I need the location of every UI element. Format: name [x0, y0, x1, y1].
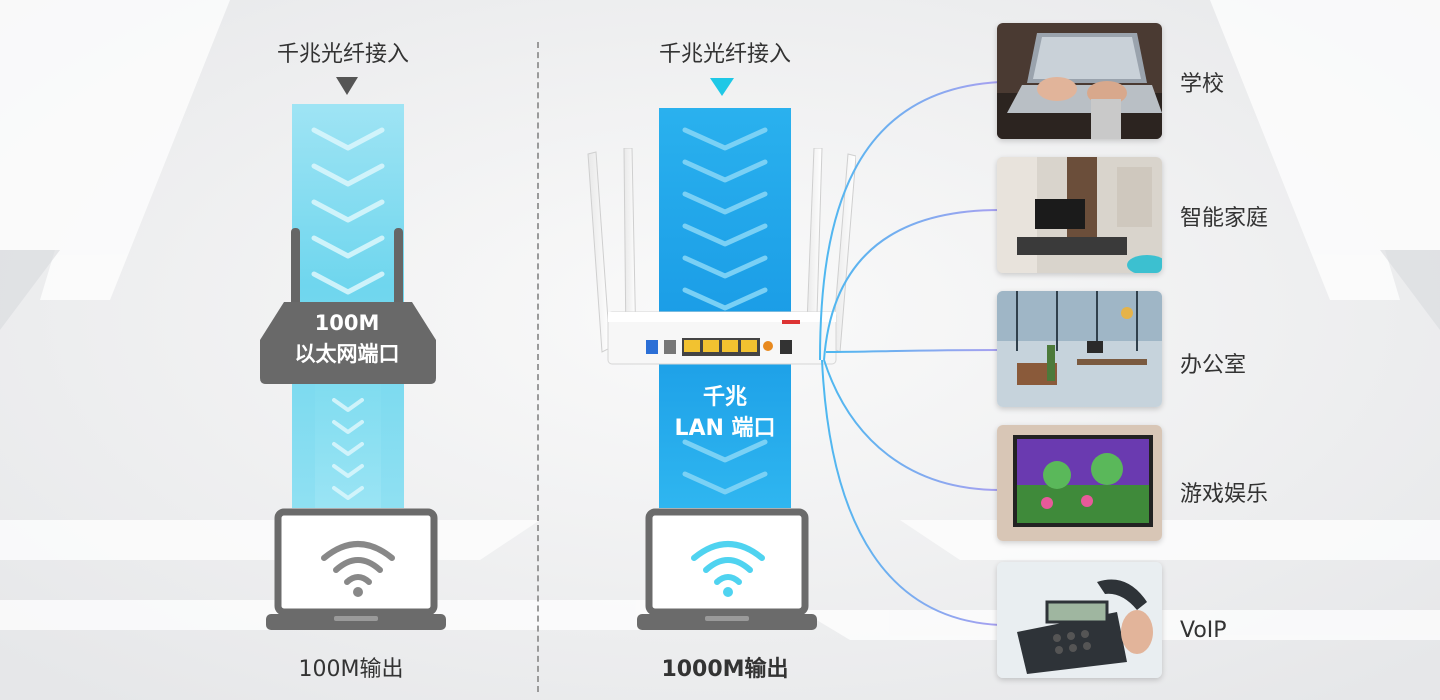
- left-router-speed: 100M: [314, 311, 380, 335]
- tv-game-icon: [997, 425, 1162, 541]
- left-output-label: 100M输出: [298, 657, 404, 682]
- scene-smart-home-photo: [997, 157, 1162, 273]
- scene-label-school: 学校: [1180, 72, 1225, 97]
- laptop-typing-icon: [997, 23, 1162, 139]
- left-chevrons: [311, 127, 385, 500]
- right-chevrons: [682, 127, 768, 495]
- right-wifi-icon: [691, 541, 765, 597]
- right-top-label: 千兆光纤接入: [658, 42, 792, 67]
- scene-label-smart-home: 智能家庭: [1180, 206, 1269, 231]
- right-output-label: 1000M输出: [661, 657, 789, 682]
- left-router-icon: [260, 228, 436, 384]
- scene-label-gaming: 游戏娱乐: [1180, 482, 1269, 507]
- left-router-port: 以太网端口: [294, 342, 400, 366]
- right-down-arrow-icon: [710, 78, 734, 96]
- scene-label-office: 办公室: [1180, 353, 1247, 378]
- living-room-icon: [997, 157, 1162, 273]
- right-router-line1: 千兆: [702, 385, 747, 410]
- scene-school-photo: [997, 23, 1162, 139]
- left-router-text: 100M 以太网端口: [258, 308, 436, 370]
- left-down-arrow-icon: [336, 77, 358, 95]
- left-signal-beam-narrow: [315, 380, 381, 508]
- scene-office-photo: [997, 291, 1162, 407]
- left-top-label: 千兆光纤接入: [276, 42, 410, 67]
- scene-label-voip: VoIP: [1180, 618, 1227, 643]
- desk-phone-icon: [997, 562, 1162, 678]
- scene-gaming-photo: [997, 425, 1162, 541]
- scene-voip-photo: [997, 562, 1162, 678]
- right-router-icon: [587, 148, 856, 365]
- right-router-text: 千兆 LAN 端口: [659, 382, 791, 444]
- left-wifi-icon: [321, 541, 395, 597]
- connection-lines: [819, 81, 1001, 626]
- office-icon: [997, 291, 1162, 407]
- panel-divider: [537, 42, 539, 692]
- right-router-line2: LAN 端口: [674, 416, 776, 441]
